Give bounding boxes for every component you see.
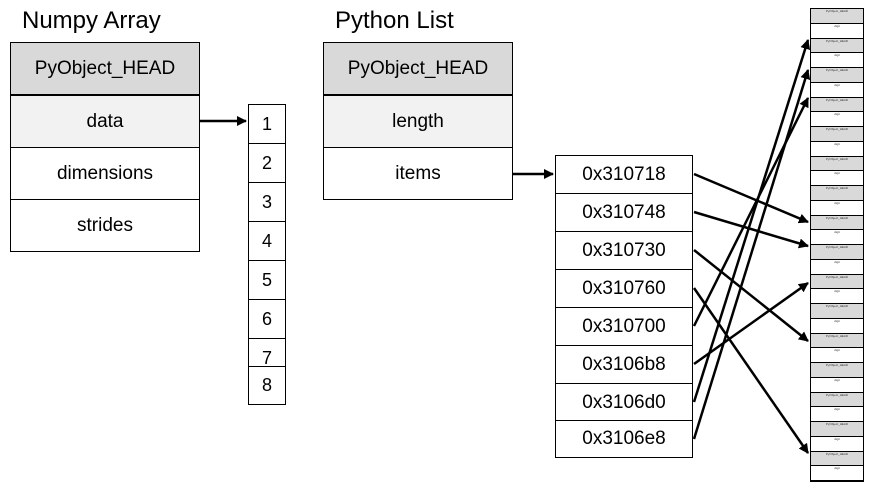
object-digit-cell: digit — [811, 466, 863, 481]
object-header-cell: PyObject_HEAD — [811, 245, 863, 260]
object-header-cell: PyObject_HEAD — [811, 333, 863, 349]
object-header-cell: PyObject_HEAD — [811, 156, 863, 172]
object-header-cell: PyObject_HEAD — [811, 215, 863, 231]
object-digit-cell: digit — [811, 141, 863, 157]
list-items-field: items — [323, 147, 513, 200]
object-digit-cell: digit — [811, 259, 863, 275]
buffer-cell: 6 — [248, 299, 286, 339]
object-header-cell: PyObject_HEAD — [811, 304, 863, 319]
list-pyobject-head-field: PyObject_HEAD — [323, 42, 513, 95]
object-digit-cell: digit — [811, 289, 863, 304]
object-digit-cell: digit — [811, 348, 863, 363]
object-header-cell: PyObject_HEAD — [811, 127, 863, 142]
object-digit-cell: digit — [811, 171, 863, 186]
pointer-arrows — [692, 39, 811, 454]
numpy-strides-field: strides — [10, 199, 200, 252]
pointer-cell: 0x310700 — [555, 307, 693, 346]
pointer-cell: 0x3106d0 — [555, 383, 693, 422]
buffer-cell: 2 — [248, 143, 286, 183]
numpy-array-title: Numpy Array — [22, 7, 161, 34]
object-header-cell: PyObject_HEAD — [811, 363, 863, 378]
pointer-arrow — [693, 249, 809, 342]
buffer-cell: 3 — [248, 182, 286, 222]
object-header-cell: PyObject_HEAD — [811, 68, 863, 83]
object-header-cell: PyObject_HEAD — [811, 392, 863, 408]
object-header-cell: PyObject_HEAD — [811, 186, 863, 201]
object-header-cell: PyObject_HEAD — [811, 9, 863, 24]
pointer-cell: 0x310730 — [555, 231, 693, 270]
pointer-arrow — [693, 281, 809, 366]
buffer-cell: 8 — [248, 366, 286, 405]
pointer-arrow — [692, 287, 810, 454]
pointer-arrow — [693, 210, 809, 249]
object-digit-cell: digit — [811, 407, 863, 422]
object-digit-cell: digit — [811, 230, 863, 245]
numpy-data-field: data — [10, 95, 200, 148]
object-header-cell: PyObject_HEAD — [811, 97, 863, 113]
object-digit-cell: digit — [811, 82, 863, 98]
numpy-pyobject-head-field: PyObject_HEAD — [10, 42, 200, 95]
object-digit-cell: digit — [811, 53, 863, 68]
buffer-cell: 5 — [248, 260, 286, 300]
pointer-arrow — [692, 69, 811, 440]
python-list-title: Python List — [335, 7, 454, 34]
buffer-cell: 4 — [248, 221, 286, 261]
object-digit-cell: digit — [811, 23, 863, 39]
object-digit-cell: digit — [811, 200, 863, 216]
pointer-arrow — [693, 172, 809, 224]
pointer-arrow — [692, 39, 811, 403]
buffer-cell: 1 — [248, 104, 286, 144]
object-header-cell: PyObject_HEAD — [811, 274, 863, 290]
pointer-cell: 0x310718 — [555, 155, 693, 194]
pointer-cell: 0x310760 — [555, 269, 693, 308]
pointer-cell: 0x310748 — [555, 193, 693, 232]
pointer-cell: 0x3106e8 — [555, 420, 693, 458]
object-digit-cell: digit — [811, 436, 863, 452]
object-header-cell: PyObject_HEAD — [811, 422, 863, 437]
object-header-cell: PyObject_HEAD — [811, 451, 863, 467]
pointer-arrow — [692, 97, 810, 327]
object-digit-cell: digit — [811, 318, 863, 334]
object-digit-cell: digit — [811, 112, 863, 127]
object-digit-cell: digit — [811, 377, 863, 393]
object-header-cell: PyObject_HEAD — [811, 38, 863, 54]
